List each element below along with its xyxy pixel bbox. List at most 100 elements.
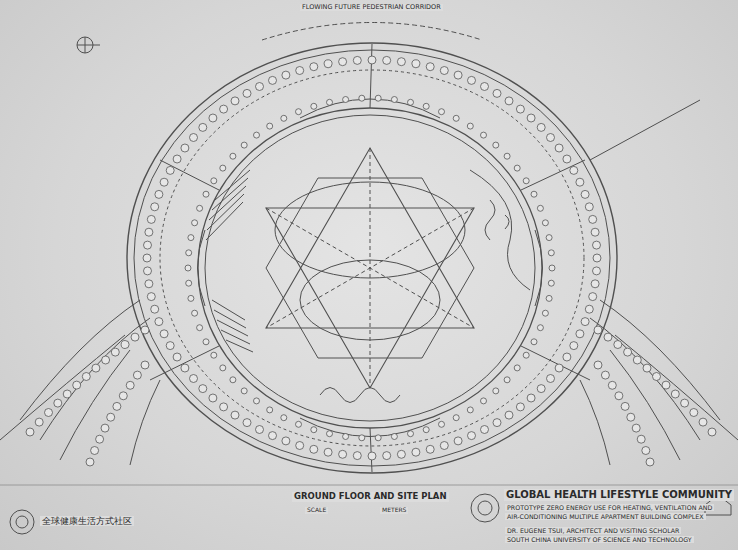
tree-symbol: [537, 205, 543, 211]
tree-symbol: [311, 427, 317, 433]
tree-symbol: [481, 132, 487, 138]
tree-symbol: [523, 352, 529, 358]
tree-symbol: [708, 428, 716, 436]
tree-symbol: [173, 353, 181, 361]
tree-symbol: [555, 364, 563, 372]
tree-symbol: [111, 348, 119, 356]
plan-title: GROUND FLOOR AND SITE PLAN: [292, 492, 449, 502]
tree-symbol: [537, 123, 545, 131]
subtitle-line: PROTOTYPE ZERO ENERGY USE FOR HEATING, V…: [505, 504, 714, 511]
tree-symbol: [546, 295, 552, 301]
tree-symbol: [107, 413, 115, 421]
tree-symbol: [54, 399, 62, 407]
tree-symbol: [585, 305, 593, 313]
tree-symbol: [254, 132, 260, 138]
tree-symbol: [82, 373, 90, 381]
tree-symbol: [439, 421, 445, 427]
tree-symbol: [296, 67, 304, 75]
tree-symbol: [391, 434, 397, 440]
tree-symbol: [141, 361, 149, 369]
tree-symbol: [188, 295, 194, 301]
tree-symbol: [408, 99, 414, 105]
tree-symbol: [73, 381, 81, 389]
tree-symbol: [133, 371, 141, 379]
tree-symbol: [633, 356, 641, 364]
tree-symbol: [593, 254, 601, 262]
tree-symbol: [516, 403, 524, 411]
tree-symbol: [555, 144, 563, 152]
tree-symbol: [493, 142, 499, 148]
tree-symbol: [327, 99, 333, 105]
tree-symbol: [359, 435, 365, 441]
tree-symbol: [166, 166, 174, 174]
tree-symbol: [646, 458, 654, 466]
tree-symbol: [343, 434, 349, 440]
tree-symbol: [531, 339, 537, 345]
tree-symbol: [166, 342, 174, 350]
tree-symbol: [190, 375, 198, 383]
tree-symbol: [615, 392, 623, 400]
tree-symbol: [155, 318, 163, 326]
tree-symbol: [241, 388, 247, 394]
tree-symbol: [199, 385, 207, 393]
tree-symbol: [585, 203, 593, 211]
tree-symbol: [589, 215, 597, 223]
tree-symbol: [546, 235, 552, 241]
tree-symbol: [505, 411, 513, 419]
tree-symbol: [375, 95, 381, 101]
tree-symbol: [197, 205, 203, 211]
tree-symbol: [531, 191, 537, 197]
tree-symbol: [173, 155, 181, 163]
tree-symbol: [591, 228, 599, 236]
tree-symbol: [256, 426, 264, 434]
tree-symbol: [504, 377, 510, 383]
tree-symbol: [662, 381, 670, 389]
tree-symbol: [296, 109, 302, 115]
tree-symbol: [581, 190, 589, 198]
tree-symbol: [220, 105, 228, 113]
tree-symbol: [481, 83, 489, 91]
tree-symbol: [481, 426, 489, 434]
tree-symbol: [493, 419, 501, 427]
tree-symbol: [547, 375, 555, 383]
tree-symbol: [281, 115, 287, 121]
title-text: GLOBAL HEALTH LIFESTYLE COMMUNITY: [504, 489, 734, 501]
unit-label: METERS: [380, 507, 408, 514]
tree-symbol: [608, 381, 616, 389]
tree-symbol: [230, 377, 236, 383]
tree-symbol: [576, 330, 584, 338]
tree-symbol: [91, 447, 99, 455]
tree-symbol: [453, 115, 459, 121]
tree-symbol: [426, 63, 434, 71]
tree-symbol: [549, 265, 555, 271]
tree-symbol: [440, 67, 448, 75]
tree-symbol: [181, 144, 189, 152]
tree-symbol: [527, 394, 535, 402]
tree-symbol: [423, 427, 429, 433]
corridor-label: FLOWING FUTURE PEDESTRIAN CORRIDOR: [300, 4, 443, 11]
tree-symbol: [504, 153, 510, 159]
tree-symbol: [454, 71, 462, 79]
tree-symbol: [681, 399, 689, 407]
tree-symbol: [151, 203, 159, 211]
institution-line: SOUTH CHINA UNIVERSITY OF SCIENCE AND TE…: [505, 536, 694, 543]
tree-symbol: [231, 97, 239, 105]
tree-symbol: [699, 418, 707, 426]
tree-symbol: [383, 56, 391, 64]
tree-symbol: [190, 134, 198, 142]
tree-symbol: [199, 123, 207, 131]
tree-symbol: [192, 310, 198, 316]
tree-symbol: [353, 56, 361, 64]
tree-symbol: [637, 435, 645, 443]
tree-symbol: [282, 437, 290, 445]
tree-symbol: [269, 76, 277, 84]
tree-symbol: [353, 452, 361, 460]
tree-symbol: [581, 318, 589, 326]
tree-symbol: [408, 431, 414, 437]
tree-symbol: [119, 392, 127, 400]
tree-symbol: [604, 333, 612, 341]
tree-symbol: [209, 114, 217, 122]
tree-symbol: [147, 215, 155, 223]
tree-symbol: [493, 388, 499, 394]
